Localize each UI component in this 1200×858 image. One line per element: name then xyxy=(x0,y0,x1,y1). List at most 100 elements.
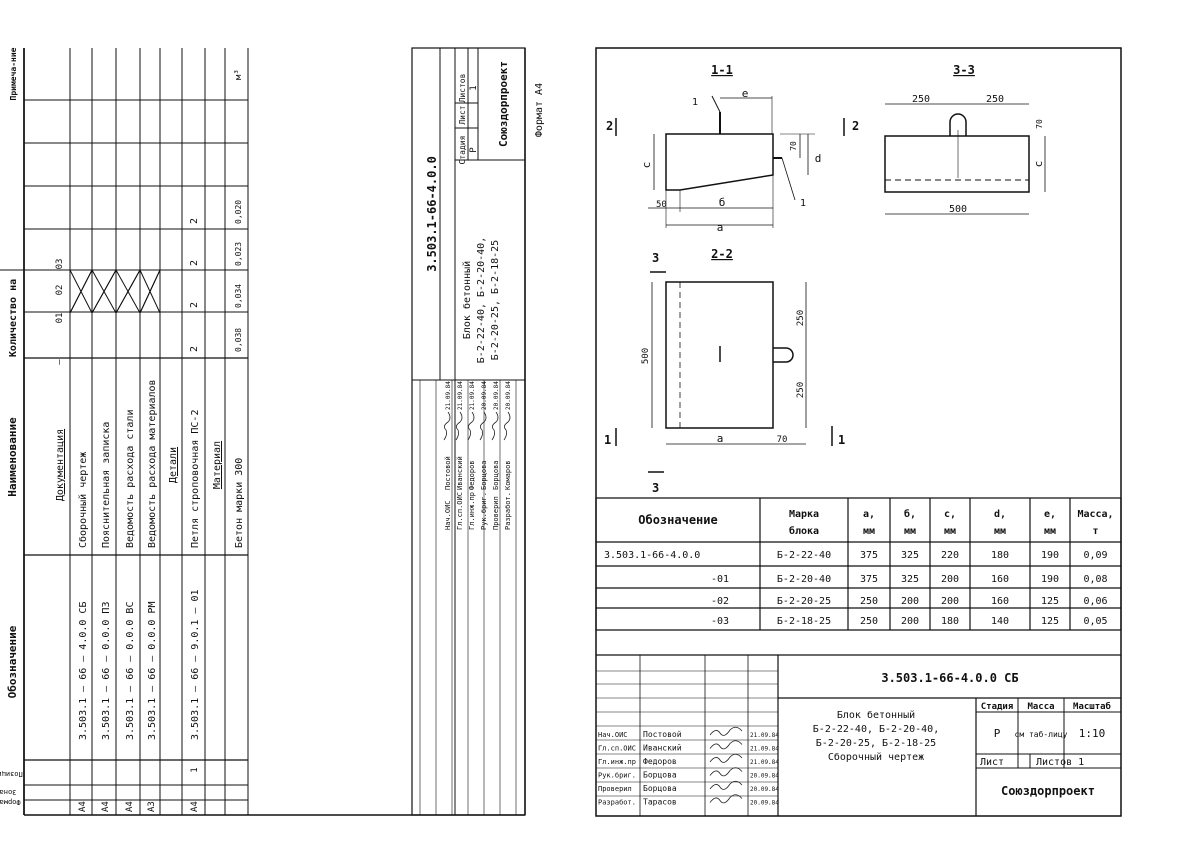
table-header: блока xyxy=(789,525,819,537)
cell-quantity: 2 xyxy=(189,302,200,308)
section-label-2-2: 2-2 xyxy=(711,247,733,261)
table-cell: 160 xyxy=(991,574,1009,585)
cell-note: м³ xyxy=(234,69,244,80)
signer-name: Иванский xyxy=(643,744,682,753)
dim-a: а xyxy=(717,432,724,445)
signer-name: Борцова xyxy=(643,771,677,780)
signer-role: Гл.инж.пр xyxy=(598,758,636,766)
table-cell: Б-2-20-25 xyxy=(777,596,831,607)
title-line: Б-2-20-25, Б-2-18-25 xyxy=(816,738,936,749)
cell-position: 1 xyxy=(190,767,200,772)
table-cell: 200 xyxy=(901,596,919,607)
table-header: a, xyxy=(863,509,875,520)
signer-name: Борцова xyxy=(480,460,488,490)
table-cell: 0,05 xyxy=(1083,616,1107,627)
table-cell: 200 xyxy=(941,596,959,607)
signer-name: Федоров xyxy=(468,460,476,490)
signer-role: Гл.сп.ОИС xyxy=(456,492,464,530)
cross-out-line xyxy=(69,269,93,314)
header-format: Формат xyxy=(0,798,21,806)
cell-designation: 3.503.1 – 66 – 9.0.1 – 01 xyxy=(190,589,201,740)
table-cell: Б-2-18-25 xyxy=(777,616,831,627)
leader-line xyxy=(711,95,721,113)
table-header: мм xyxy=(1044,526,1056,537)
cell-quantity: 0,020 xyxy=(234,200,243,224)
stage-header: Масса xyxy=(1027,702,1054,712)
signer-date: 20.09.84 xyxy=(750,786,779,793)
cross-out-line xyxy=(91,269,117,314)
signer-date: 21.09.84 xyxy=(469,381,476,410)
cut-marker-3: 3 xyxy=(652,481,659,495)
signer-name: Постовой xyxy=(643,730,682,739)
table-cell: Б-2-20-40 xyxy=(777,574,831,585)
title-code: 3.503.1-66-4.0.0 СБ xyxy=(881,671,1018,685)
table-cell: 200 xyxy=(941,574,959,585)
signature-mark xyxy=(467,411,475,441)
signer-role: Гл.сп.ОИС xyxy=(598,745,636,753)
scale-value: 1:10 xyxy=(1079,727,1106,740)
cell-designation: -02 xyxy=(711,596,729,607)
cell-designation: 3.503.1 – 66 – 0.0.0 РМ xyxy=(147,602,158,740)
signer-name: Борцова xyxy=(643,784,677,793)
table-header: e, xyxy=(1044,509,1056,520)
signer-name: Тарасов xyxy=(643,798,677,807)
stage-header: Лист xyxy=(458,105,467,124)
header-quantity: Количество на xyxy=(8,279,19,357)
signature-mark xyxy=(709,794,743,804)
signer-date: 20.09.84 xyxy=(750,800,779,807)
signer-name: Постовой xyxy=(444,456,452,490)
dim-c: с xyxy=(1032,161,1045,168)
dim-70: 70 xyxy=(789,141,798,151)
block-section-3-3 xyxy=(884,135,1030,193)
cell-name: Бетон марки 300 xyxy=(234,458,245,548)
stage-header: Листов xyxy=(458,74,467,103)
lifting-loop xyxy=(773,347,794,363)
sheet-label: Лист xyxy=(980,757,1004,768)
table-cell: 140 xyxy=(991,616,1009,627)
section-label-3-3: 3-3 xyxy=(953,63,975,77)
cell-quantity: 0,034 xyxy=(234,284,243,308)
table-cell: 190 xyxy=(1041,550,1059,561)
signature-mark xyxy=(479,411,487,441)
lifting-loop xyxy=(949,113,967,136)
table-header: Масса, xyxy=(1077,509,1113,520)
cell-quantity: 2 xyxy=(189,346,200,352)
cell-format: А4 xyxy=(190,801,200,812)
table-cell: 375 xyxy=(860,550,878,561)
stage-value: Р xyxy=(994,727,1001,740)
dim-b: б xyxy=(719,196,726,209)
table-cell: 0,06 xyxy=(1083,596,1107,607)
table-header: мм xyxy=(904,526,916,537)
cell-designation: -03 xyxy=(711,616,729,627)
table-header: Обозначение xyxy=(638,513,717,527)
signer-role: Проверил xyxy=(598,785,632,793)
signer-date: 21.09.84 xyxy=(750,732,779,739)
signer-name: Иванский xyxy=(456,456,464,490)
dim-250: 250 xyxy=(796,382,806,398)
dim-250: 250 xyxy=(912,94,930,105)
table-cell: Б-2-22-40 xyxy=(777,550,831,561)
signature-mark xyxy=(503,411,511,441)
signer-role: Рук.бриг. xyxy=(480,492,488,530)
cut-marker-2: 2 xyxy=(852,119,859,133)
block-section-1-1 xyxy=(665,133,774,191)
dim-250: 250 xyxy=(986,94,1004,105)
cell-designation: 3.503.1 – 66 – 0.0.0 ВС xyxy=(125,602,136,740)
table-cell: 325 xyxy=(901,550,919,561)
table-cell: 180 xyxy=(991,550,1009,561)
cell-quantity: 0,038 xyxy=(234,328,243,352)
dim-70: 70 xyxy=(777,435,788,445)
table-cell: 125 xyxy=(1041,596,1059,607)
table-header: б, xyxy=(904,508,916,520)
dim-d: d xyxy=(815,152,822,165)
signature-mark xyxy=(709,767,743,777)
cell-format: А4 xyxy=(125,801,135,812)
dim-a: а xyxy=(717,221,724,234)
cell-format: А3 xyxy=(147,801,157,812)
table-cell: 375 xyxy=(860,574,878,585)
signer-date: 21.09.84 xyxy=(750,746,779,753)
organization: Союздорпроект xyxy=(497,61,510,147)
signer-role: Разработ. xyxy=(504,492,512,530)
dim-50: 50 xyxy=(656,200,667,210)
